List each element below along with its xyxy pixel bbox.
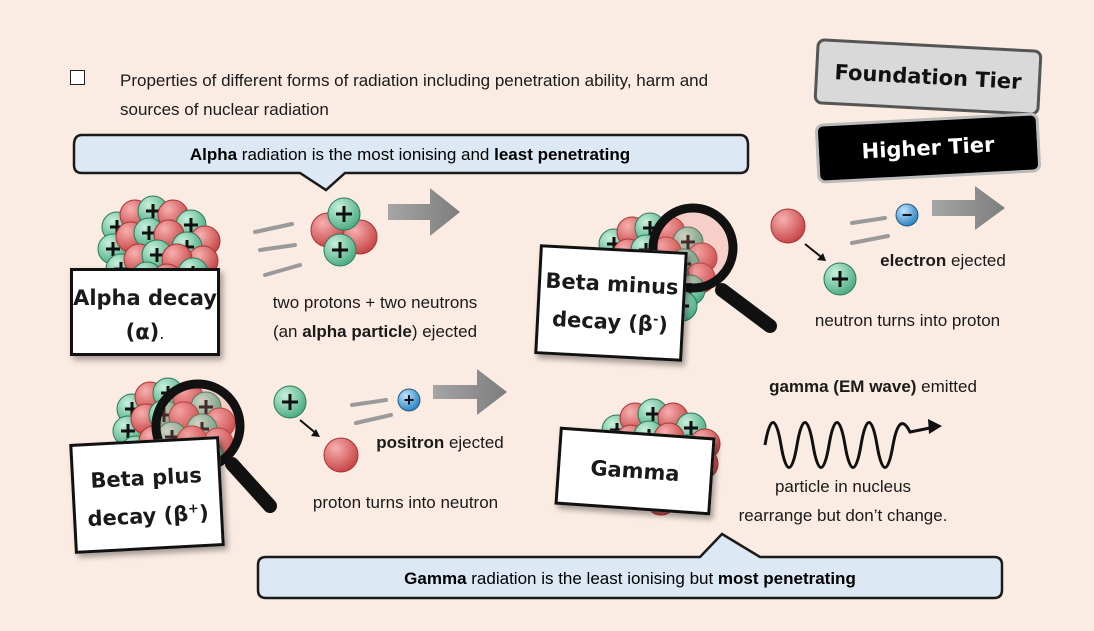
beta-minus-caption: neutron turns into proton bbox=[814, 311, 1001, 330]
gamma-wave-icon bbox=[763, 421, 936, 469]
neutron-particle bbox=[770, 208, 806, 244]
bottom-callout-bubble bbox=[256, 532, 1004, 600]
beta-minus-motion-lines bbox=[850, 216, 890, 245]
checklist-checkbox[interactable] bbox=[70, 70, 85, 85]
right-arrow-icon bbox=[433, 369, 507, 415]
electron-ejected-text: electron ejected bbox=[880, 251, 1006, 270]
proton bbox=[273, 385, 307, 419]
gamma-label: Gamma bbox=[554, 426, 716, 516]
alpha-decay-label: Alpha decay (α). bbox=[70, 268, 220, 356]
beta-plus-motion-lines bbox=[350, 398, 393, 425]
electron-particle: − bbox=[895, 203, 919, 227]
beta-plus-caption: proton turns into neutron bbox=[312, 493, 499, 512]
neutron-particle bbox=[323, 437, 359, 473]
top-callout-bubble bbox=[72, 133, 750, 192]
right-arrow-icon bbox=[932, 186, 1005, 230]
gamma-emitted-text: gamma (EM wave) emitted bbox=[769, 377, 977, 396]
positron-ejected-text: positron ejected bbox=[376, 433, 504, 452]
positron-particle: + bbox=[397, 388, 421, 412]
proton bbox=[327, 197, 361, 231]
intro-text: Properties of different forms of radiati… bbox=[120, 71, 709, 119]
beta-plus-decay-label: Beta plus decay (β+) bbox=[69, 436, 225, 554]
beta-minus-decay-label: Beta minus decay (β-) bbox=[534, 244, 688, 362]
alpha-caption: two protons + two neutrons (an alpha par… bbox=[272, 293, 478, 341]
proton bbox=[323, 233, 357, 267]
gamma-caption: particle in nucleus rearrange but don’t … bbox=[738, 477, 948, 525]
svg-text:−: − bbox=[902, 205, 913, 225]
proton bbox=[823, 262, 857, 296]
right-arrow-icon bbox=[388, 188, 460, 236]
svg-text:+: + bbox=[404, 390, 415, 410]
alpha-motion-lines bbox=[253, 222, 302, 277]
alpha-particle bbox=[310, 197, 378, 267]
bottom-callout-text: Gamma radiation is the least ionising bu… bbox=[404, 569, 856, 588]
top-callout-text: Alpha radiation is the most ionising and… bbox=[190, 145, 630, 164]
